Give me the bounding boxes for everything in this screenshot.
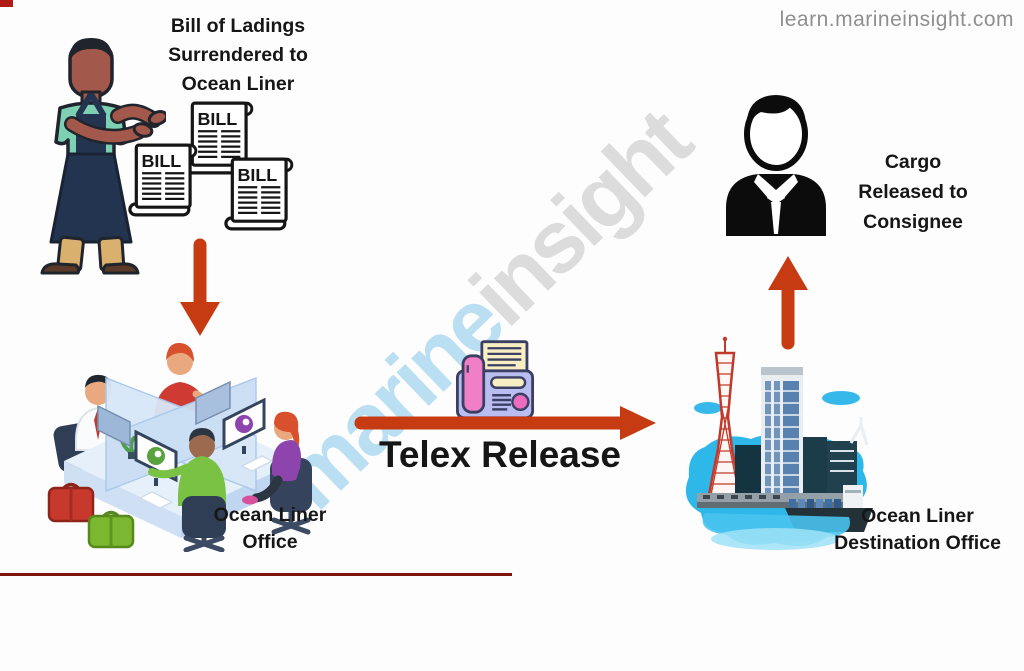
destination-line2: Destination Office [834, 532, 1001, 554]
consignee-label: Cargo Released to Consignee [843, 147, 983, 237]
skyscraper-icon [761, 367, 803, 495]
shipper-person-illustration [40, 38, 166, 275]
office-worker-green [148, 428, 226, 552]
briefcase-green-icon [87, 510, 135, 549]
consignee-line1: Cargo [884, 151, 942, 173]
destination-port-illustration [685, 336, 873, 550]
site-url-label: learn.marineinsight.com [779, 8, 1014, 31]
destination-line1: Ocean Liner [861, 505, 974, 527]
watermark-insight: insight [451, 91, 708, 344]
surrender-label: Bill of Ladings Surrendered to Ocean Lin… [148, 12, 328, 99]
monitor-avatar-purple-icon [222, 397, 266, 454]
bill-of-lading-scroll-icon: BILL [224, 157, 294, 231]
arrow-up-icon [768, 256, 808, 350]
corner-marker [0, 0, 13, 7]
office-worker-woman-purple [242, 411, 312, 535]
office-label: Ocean Liner Office [195, 502, 345, 556]
bill-of-lading-scrolls: BILL BILL BILL [128, 101, 294, 231]
office-line1: Ocean Liner [213, 504, 327, 526]
fax-machine-icon [452, 340, 538, 426]
bill-label: BILL [197, 109, 237, 129]
bill-label: BILL [141, 151, 181, 171]
consignee-person-icon [726, 95, 826, 236]
office-team-illustration [47, 342, 312, 552]
bill-label: BILL [237, 165, 277, 185]
arrow-right-icon [354, 406, 656, 440]
telex-release-label: Telex Release [378, 434, 622, 475]
consignee-line3: Consignee [863, 211, 963, 233]
surrender-line3: Ocean Liner [181, 73, 295, 95]
bill-of-lading-scroll-icon: BILL [128, 143, 198, 217]
consignee-line2: Released to [858, 181, 968, 203]
surrender-line2: Surrendered to [168, 44, 308, 66]
destination-label: Ocean Liner Destination Office [820, 503, 1015, 557]
bill-of-lading-scroll-icon: BILL [184, 101, 254, 175]
arrow-down-icon [180, 238, 220, 336]
monitor-avatar-green-icon [134, 429, 178, 486]
monitor-back-icon [195, 380, 231, 426]
briefcase-red-icon [47, 482, 95, 523]
monitor-back-icon [97, 404, 131, 448]
office-line2: Office [242, 531, 298, 553]
surrender-line1: Bill of Ladings [170, 15, 306, 37]
video-progress-artifact [0, 573, 512, 576]
